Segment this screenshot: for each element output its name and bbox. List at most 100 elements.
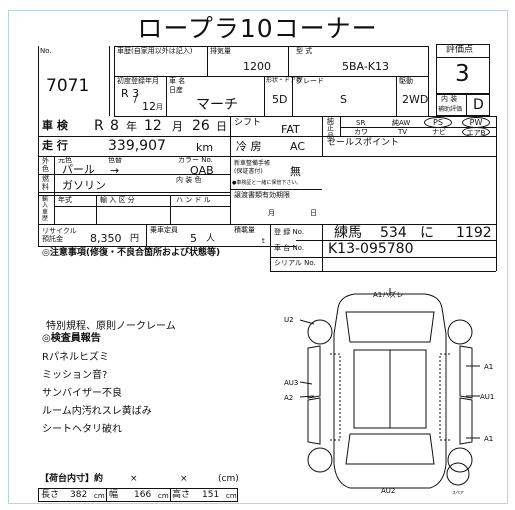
import-kind-label: 輸 入 区 分 [100, 196, 135, 204]
reg-slash: / [134, 92, 138, 105]
capacity-unit: 人 [206, 234, 216, 244]
cargo-x2: × [180, 474, 188, 484]
remark-item: サンバイザー不良 [42, 388, 122, 399]
ac-value: AC [290, 140, 306, 153]
remark-item: シートヘタリ破れ [42, 424, 122, 435]
grade-value: S [340, 93, 347, 106]
equip-label: 純正品 [327, 117, 334, 140]
displacement-label: 排気量 [210, 47, 231, 55]
equip-tv: TV [398, 128, 408, 136]
reg-year: R 3 [121, 87, 140, 100]
manual-label: 新車整備手帳(保証書付) [234, 160, 271, 175]
inspection-year: 8 [110, 118, 119, 134]
equip-airbag: エアB [466, 129, 486, 137]
remark-item: Rパネルヒズミ [42, 352, 109, 363]
color-no-label: カラー No. [178, 156, 213, 164]
cargo-width-label: 幅 [109, 490, 119, 500]
diagram-label-bottom: AU2 [381, 487, 395, 495]
original-color-label: 元色 [58, 156, 72, 164]
inspection-day-unit: 日 [216, 120, 227, 133]
shift-value: FAT [281, 123, 300, 136]
cargo-table [38, 488, 238, 502]
inspection-label: 車 検 [42, 119, 68, 132]
lot-no-label: No. [40, 47, 52, 55]
recycle-label: リサイクル預託金 [42, 227, 77, 244]
remark-item: ルーム内汚れスレ黄ばみ [42, 406, 152, 417]
plate-label: 登 録 No. [274, 228, 305, 236]
score-label: 評価点 [446, 45, 474, 55]
inspection-year-unit: 年 [126, 120, 137, 133]
doors-value: 5D [272, 93, 288, 106]
diagram-label-u2: U2 [284, 316, 294, 324]
ac-label: 冷 房 [236, 140, 262, 153]
original-color: パール [62, 163, 95, 176]
capacity-value: 5 [190, 232, 197, 245]
diagram-label-au3: AU3 [284, 379, 298, 387]
sheet-title: ロープラ10コーナー [137, 14, 378, 43]
diagram-label-top: A1ハズレ [373, 290, 403, 299]
serial-label: シリアル No. [274, 259, 316, 267]
equip-ps: PS [433, 118, 443, 127]
diagram-label-right-top: A1 [484, 363, 493, 371]
interior-box [436, 94, 490, 116]
score-value: 3 [455, 61, 470, 87]
import-handle-label: ハ ン ド ル [176, 196, 211, 204]
chassis-label: 車 台 No. [274, 244, 305, 252]
history-label: 車歴(自家用以外は記入) [117, 47, 193, 55]
car-name: マーチ [196, 97, 238, 113]
inspection-era: R [94, 118, 104, 134]
spare-label: スペア [452, 489, 464, 495]
mileage-label: 走 行 [42, 139, 68, 152]
model-code: 5BA-K13 [342, 60, 390, 73]
inspection-day: 26 [192, 118, 210, 134]
equip-pw: PW [469, 118, 483, 127]
expiry-day: 日 [310, 209, 317, 217]
inspection-month: 12 [144, 118, 162, 134]
equip-airbag-badge: エアB [462, 127, 490, 137]
remark-item: ミッション音? [42, 370, 108, 381]
grade-label: グレード [296, 77, 324, 85]
plate-number: 1192 [456, 225, 492, 241]
model-label: 型 式 [296, 47, 313, 55]
cargo-x1: × [130, 474, 138, 484]
recycle-amount: 8,350 [90, 232, 122, 245]
cargo-length-cm: cm [94, 492, 105, 500]
interior-grade: D [473, 97, 484, 113]
reg-month-unit: 月 [156, 103, 163, 111]
plate-kana: に [420, 225, 434, 241]
plate-region: 練馬 [334, 225, 362, 241]
equip-kawa: カワ [354, 128, 368, 136]
mileage-value: 339,907 [108, 138, 166, 154]
recycle-yen: 円 [130, 234, 140, 244]
reg-year-label: 初度登録年月 [117, 77, 159, 85]
changed-color-label: 色替 [108, 156, 122, 164]
drive-label: 駆動 [399, 77, 413, 85]
changed-color: → [110, 164, 120, 177]
fuel-label: 燃料 [42, 175, 49, 191]
manual-value: 無 [290, 165, 301, 178]
equip-aw: 純AW [392, 119, 411, 127]
score-box [436, 44, 490, 94]
cargo-label: 【荷台内寸】約 [40, 474, 104, 484]
cargo-unit: (cm) [218, 474, 239, 484]
load-unit: t [262, 237, 265, 245]
chassis-number: K13-095780 [328, 241, 414, 257]
sales-point-label: セールスポイント [327, 138, 400, 148]
interior-color-label: 内 装 色 [176, 176, 202, 184]
notice-text: ◎注意事項(修復・不良合箇所および状態等) [42, 248, 221, 258]
cargo-height: 151 [202, 490, 220, 500]
lot-number: 7071 [46, 76, 90, 96]
manual-note: ●車検証と一緒に保管下さい。 [232, 180, 302, 186]
remarks-heading: ◎検査員報告 [42, 333, 101, 344]
color-no: QAB [190, 164, 214, 177]
remarks-line1: 特別規程、原則ノークレーム [46, 321, 176, 332]
sheet-frame [8, 10, 508, 504]
drive-value: 2WD [402, 93, 429, 106]
maker-label: 日産 [169, 86, 183, 94]
import-year-label: 年式 [58, 196, 72, 204]
cargo-width: 166 [134, 490, 152, 500]
fuel-value: ガソリン [62, 179, 106, 192]
displacement-value: 1200 [243, 60, 271, 73]
capacity-label: 乗車定員 [150, 226, 178, 234]
equip-sr: SR [356, 119, 366, 127]
